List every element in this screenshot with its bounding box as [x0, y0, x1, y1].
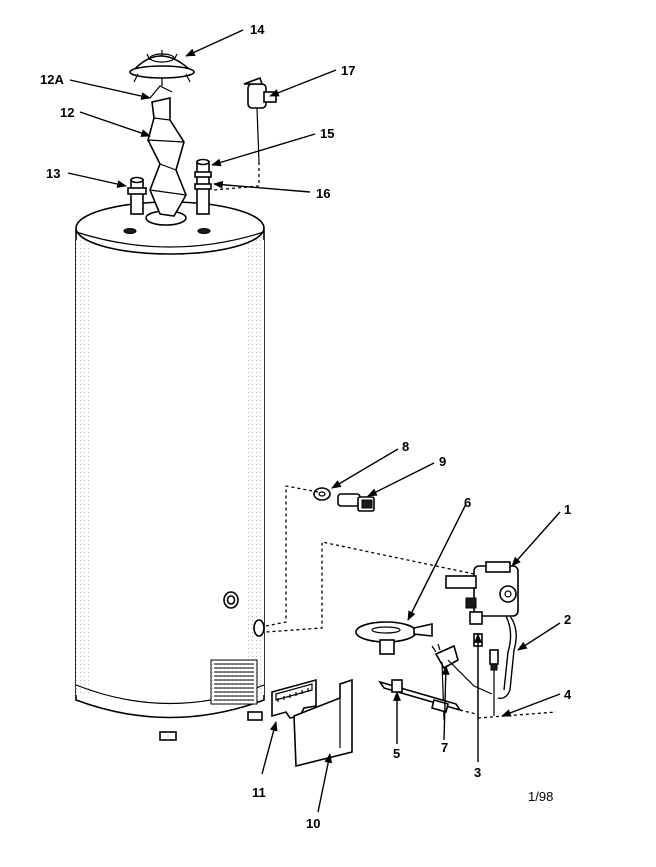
washer [313, 487, 331, 501]
inlet-nipple [127, 176, 147, 215]
drain-valve [337, 493, 375, 512]
tank-body [75, 201, 265, 741]
callout-13: 13 [46, 166, 60, 181]
gas-control-valve [445, 561, 519, 625]
callout-5: 5 [393, 746, 400, 761]
outlet-nipple [194, 158, 212, 215]
manifold-tube [378, 679, 477, 715]
callout-10: 10 [306, 816, 320, 831]
callout-4: 4 [564, 687, 572, 702]
callout-15: 15 [320, 126, 334, 141]
callout-9: 9 [439, 454, 446, 469]
callout-16: 16 [316, 186, 330, 201]
callout-12a: 12A [40, 72, 64, 87]
callout-12: 12 [60, 105, 74, 120]
callout-2: 2 [564, 612, 571, 627]
outer-door [293, 678, 353, 768]
pilot-assembly [431, 643, 493, 721]
callout-7: 7 [441, 740, 448, 755]
relief-valve [243, 76, 277, 186]
callout-8: 8 [402, 439, 409, 454]
flue-hood [129, 50, 195, 86]
burner [355, 621, 433, 655]
callout-3: 3 [474, 765, 481, 780]
date-code: 1/98 [528, 789, 553, 804]
callout-6: 6 [464, 495, 471, 510]
leader-lines [67, 29, 561, 813]
callout-14: 14 [250, 22, 265, 37]
callout-17: 17 [341, 63, 355, 78]
callout-11: 11 [252, 785, 266, 800]
flue-baffle [147, 85, 187, 217]
callout-1: 1 [564, 502, 571, 517]
